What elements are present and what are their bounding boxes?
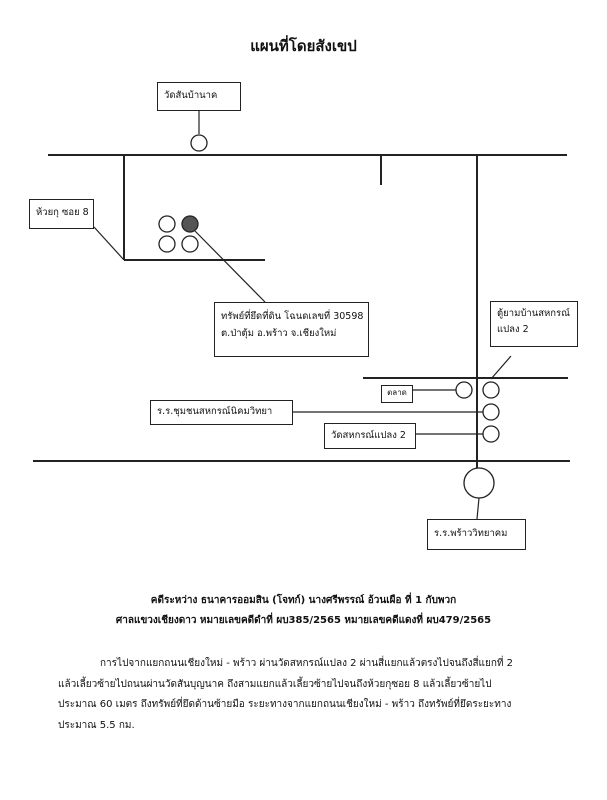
market-marker xyxy=(455,381,473,399)
leader-property xyxy=(194,230,266,303)
case-info: คดีระหว่าง ธนาคารออมสิน (โจทก์) นางศรีพร… xyxy=(0,591,607,630)
school-community-marker xyxy=(482,403,500,421)
seized-property-marker xyxy=(181,215,199,233)
wat-san-ban-nak-marker xyxy=(190,134,208,152)
atm-line-2: แปลง 2 xyxy=(497,323,529,335)
label-seized-property: ทรัพย์ที่ยึดที่ดิน โฉนดเลขที่ 30598 ต.ป่… xyxy=(214,302,369,357)
leader-huay-ku xyxy=(93,226,125,261)
property-line-2: ต.ป่าตุ้ม อ.พร้าว จ.เชียงใหม่ xyxy=(221,327,337,339)
label-wat-san-ban-nak: วัดสันบ้านาค xyxy=(157,82,241,111)
label-huay-ku-soi: ห้วยกุ ซอย 8 xyxy=(29,199,94,229)
property-marker xyxy=(158,215,176,233)
property-line-1: ทรัพย์ที่ยึดที่ดิน โฉนดเลขที่ 30598 xyxy=(221,311,364,322)
case-line-2: ศาลแขวงเชียงดาว หมายเลขคดีดำที่ ผบ385/25… xyxy=(115,614,492,626)
property-marker xyxy=(181,235,199,253)
school-phrao-marker xyxy=(463,467,495,499)
leader-atm xyxy=(490,355,512,380)
atm-line-1: ตู้ยามบ้านสหกรณ์ xyxy=(497,308,570,319)
route-line-3: ประมาณ 60 เมตร ถึงทรัพย์ที่ยึดด้านซ้ายมื… xyxy=(58,699,512,710)
route-description: การไปจากแยกถนนเชียงใหม่ - พร้าว ผ่านวัดส… xyxy=(58,654,558,736)
route-line-4: ประมาณ 5.5 กม. xyxy=(58,719,135,731)
label-school-phrao: ร.ร.พร้าววิทยาคม xyxy=(427,519,526,550)
label-atm-ban-sahakorn: ตู้ยามบ้านสหกรณ์ แปลง 2 xyxy=(490,301,578,347)
case-line-1: คดีระหว่าง ธนาคารออมสิน (โจทก์) นางศรีพร… xyxy=(150,595,457,606)
wat-sahakorn-marker xyxy=(482,425,500,443)
route-line-2: แล้วเลี้ยวซ้ายไปถนนผ่านวัดสันบุญนาค ถึงส… xyxy=(58,678,492,690)
label-market: ตลาด xyxy=(381,385,413,403)
atm-marker xyxy=(482,381,500,399)
map-title: แผนที่โดยสังเขป xyxy=(250,37,357,55)
route-line-1: การไปจากแยกถนนเชียงใหม่ - พร้าว ผ่านวัดส… xyxy=(100,658,514,669)
label-wat-sahakorn: วัดสหกรณ์แปลง 2 xyxy=(324,423,416,449)
label-school-community: ร.ร.ชุมชนสหกรณ์นิคมวิทยา xyxy=(150,400,293,425)
property-marker xyxy=(158,235,176,253)
leader-school-phrao xyxy=(476,497,480,520)
